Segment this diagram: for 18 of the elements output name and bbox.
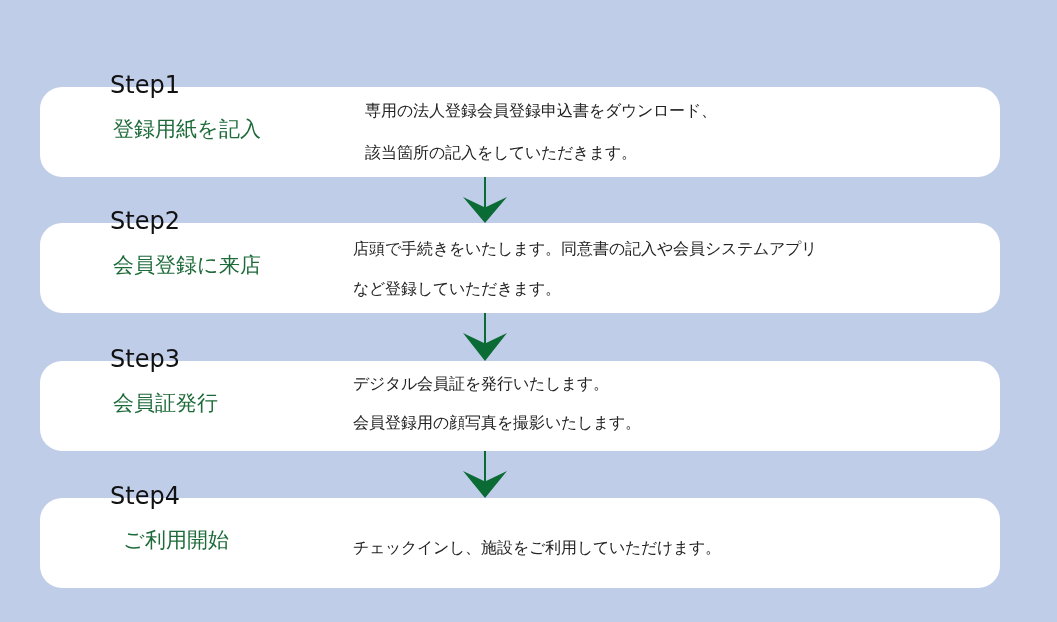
chevron-arrow [463,313,507,361]
chevron-arrow [463,451,507,498]
chevron-arrow [463,177,507,223]
description-text: 該当箇所の記入をしていただきます。 [365,143,637,164]
step-title: ご利用開始 [123,527,229,554]
description-text: 店頭で手続きをいたします。同意書の記入や会員システムアプリ [353,239,817,260]
description-text: チェックインし、施設をご利用していただけます。 [353,538,721,559]
description-text: 会員登録用の顔写真を撮影いたします。 [353,413,641,434]
step-title: 会員証発行 [113,390,218,417]
description-text: 専用の法人登録会員登録申込書をダウンロード、 [365,101,717,122]
description-text: など登録していただきます。 [353,279,561,300]
step-label: Step3 [110,345,180,373]
step-label: Step1 [110,71,180,99]
description-text: デジタル会員証を発行いたします。 [353,374,609,395]
step-title: 登録用紙を記入 [113,116,261,143]
step-label: Step2 [110,207,180,235]
step-label: Step4 [110,482,180,510]
step-title: 会員登録に来店 [113,252,261,279]
